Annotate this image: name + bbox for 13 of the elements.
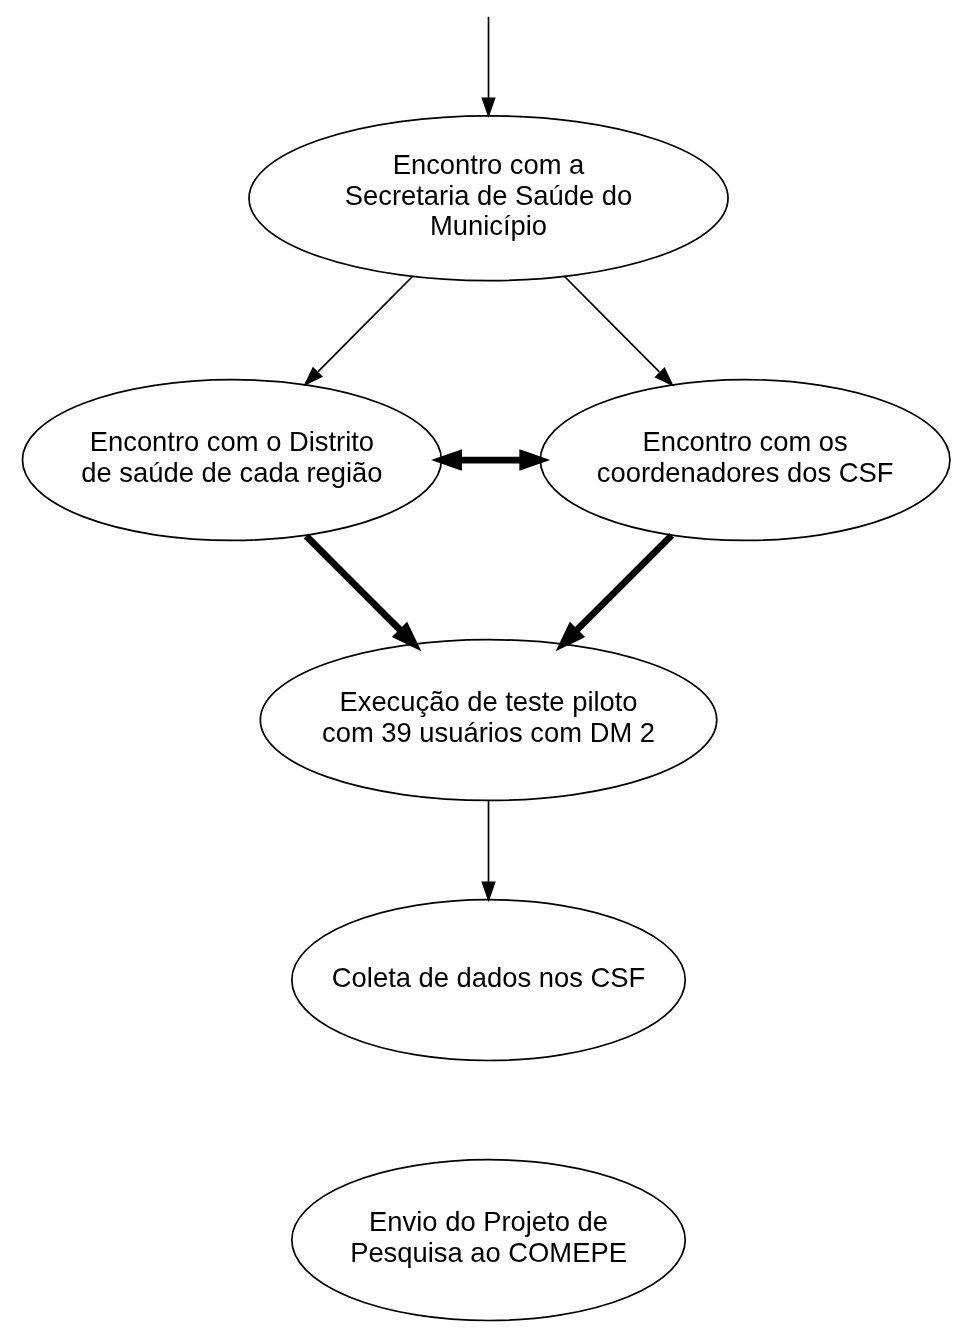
arrow — [430, 449, 550, 471]
arrow — [303, 533, 421, 652]
arrow — [302, 275, 413, 387]
arrow — [555, 532, 674, 652]
arrow — [480, 16, 496, 119]
node-ellipse: Encontro com os coordenadores dos CSF — [538, 378, 951, 542]
arrow — [563, 275, 674, 387]
node-ellipse: Execução de teste piloto com 39 usuários com DM 2 — [259, 638, 718, 802]
node-ellipse: Envio do Projeto de Pesquisa ao COMEPE — [290, 1158, 686, 1322]
node-ellipse: Coleta de dados nos CSF — [290, 898, 686, 1062]
node-ellipse: Encontro com a Secretaria de Saúde do Município — [247, 114, 729, 282]
arrow — [480, 800, 496, 903]
node-ellipse: Encontro com o Distrito de saúde de cada região — [21, 378, 442, 542]
